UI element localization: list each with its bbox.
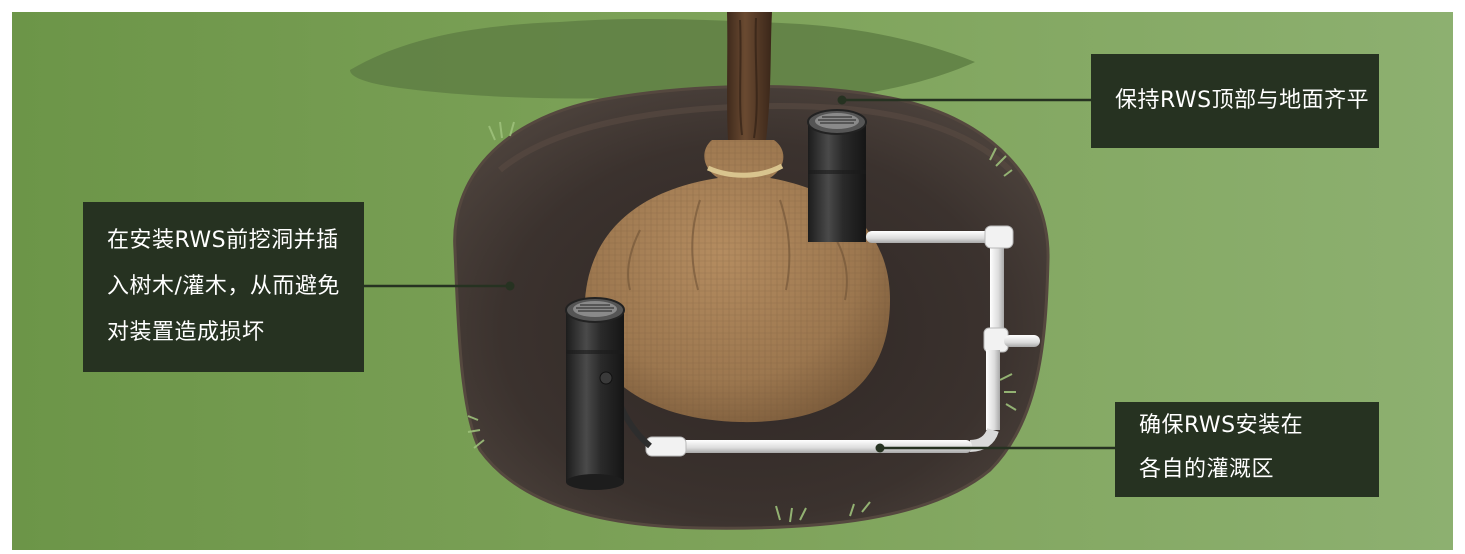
callout-bottom: 确保RWS安装在 各自的灌溉区 (1115, 402, 1379, 497)
callout-top-text: 保持RWS顶部与地面齐平 (1115, 78, 1369, 124)
callout-left: 在安装RWS前挖洞并插 入树木/灌木，从而避免 对装置造成损坏 (83, 202, 364, 372)
callout-dot-top (838, 96, 847, 105)
callout-left-line-1: 在安装RWS前挖洞并插 (107, 218, 364, 264)
callout-left-line-3: 对装置造成损坏 (107, 310, 364, 356)
tree-trunk (727, 12, 772, 140)
rws-watering-tube-left-icon (566, 298, 624, 490)
callout-dot-bottom (876, 444, 885, 453)
callout-bottom-line-1: 确保RWS安装在 (1139, 404, 1379, 448)
rws-watering-tube-right-icon (808, 110, 866, 242)
callout-bottom-line-2: 各自的灌溉区 (1139, 448, 1379, 492)
callout-top: 保持RWS顶部与地面齐平 (1091, 54, 1379, 148)
callout-dot-left (506, 282, 515, 291)
callout-left-line-2: 入树木/灌木，从而避免 (107, 264, 364, 310)
